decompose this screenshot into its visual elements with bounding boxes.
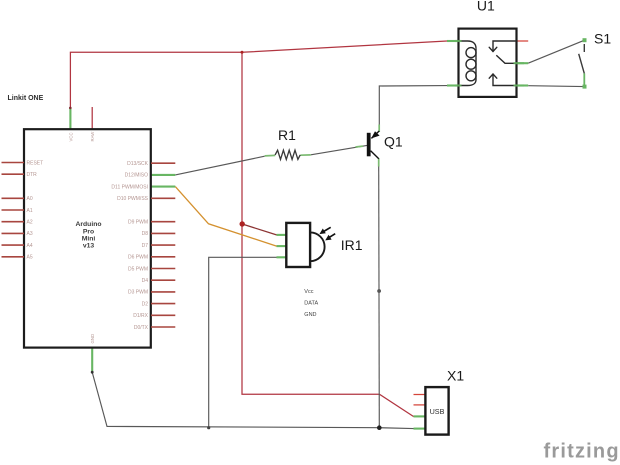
svg-text:D4: D4 — [142, 278, 149, 284]
svg-text:D8: D8 — [142, 231, 149, 237]
svg-text:RESET: RESET — [27, 160, 44, 166]
svg-text:D0/TX: D0/TX — [134, 325, 149, 331]
svg-text:Arduino: Arduino — [75, 221, 101, 228]
svg-text:D1/RX: D1/RX — [133, 313, 148, 319]
svg-text:DTR: DTR — [27, 172, 38, 178]
svg-text:A2: A2 — [27, 220, 33, 226]
svg-text:D5 PWM: D5 PWM — [128, 266, 148, 272]
svg-text:D11 PWM/MOSI: D11 PWM/MOSI — [111, 184, 148, 190]
svg-text:D3 PWM: D3 PWM — [128, 290, 148, 296]
svg-text:D2: D2 — [142, 301, 149, 307]
svg-text:D12/MISO: D12/MISO — [125, 173, 148, 179]
svg-text:A3: A3 — [27, 231, 33, 237]
svg-text:Q1: Q1 — [384, 134, 403, 150]
svg-text:Mini: Mini — [82, 235, 96, 242]
svg-text:D13/SCK: D13/SCK — [127, 161, 149, 167]
svg-text:DATA: DATA — [304, 301, 318, 307]
svg-text:D10 PWM/SS: D10 PWM/SS — [117, 196, 149, 202]
svg-text:A1: A1 — [27, 208, 33, 214]
svg-text:A4: A4 — [27, 243, 33, 249]
svg-text:Pro: Pro — [83, 228, 94, 235]
svg-text:IR1: IR1 — [341, 237, 363, 253]
svg-text:D9 PWM: D9 PWM — [128, 220, 148, 226]
svg-text:Vcc: Vcc — [304, 289, 313, 295]
svg-text:R1: R1 — [278, 127, 296, 143]
svg-text:S1: S1 — [594, 31, 611, 47]
svg-text:RAW: RAW — [90, 131, 95, 142]
svg-text:fritzing: fritzing — [544, 441, 620, 463]
svg-text:GND: GND — [304, 312, 316, 318]
svg-text:GND: GND — [90, 334, 95, 344]
svg-text:U1: U1 — [477, 0, 495, 14]
svg-text:X1: X1 — [447, 368, 464, 384]
svg-text:USB: USB — [430, 407, 445, 416]
svg-text:VCC: VCC — [68, 132, 73, 141]
svg-text:A0: A0 — [27, 196, 33, 202]
svg-text:v13: v13 — [83, 243, 95, 250]
svg-text:A5: A5 — [27, 255, 33, 261]
svg-text:D6 PWM: D6 PWM — [128, 255, 148, 261]
svg-text:Linkit ONE: Linkit ONE — [8, 95, 44, 102]
svg-text:D7: D7 — [142, 243, 149, 249]
